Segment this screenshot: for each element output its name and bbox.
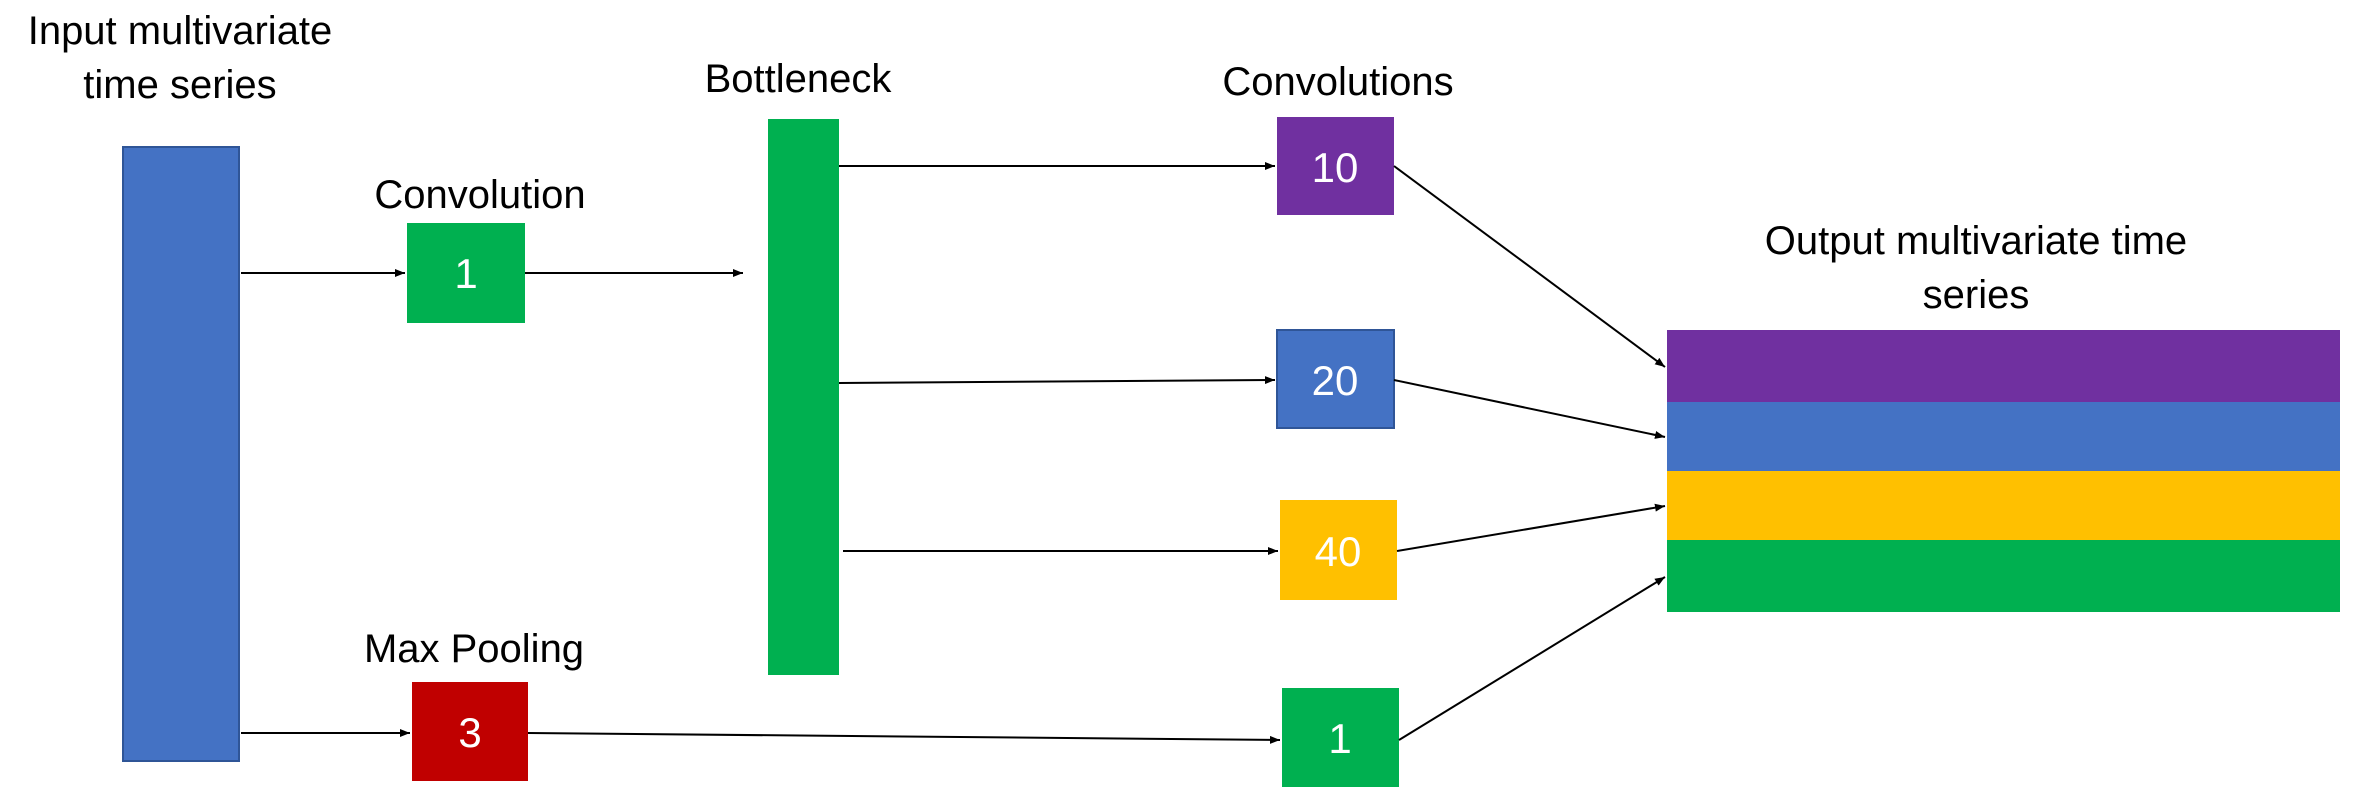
- input-label-line1: Input multivariate: [28, 9, 333, 53]
- input-label-line2: time series: [83, 63, 276, 107]
- output-band-gold: [1667, 471, 2340, 540]
- convolution-1-value: 1: [454, 250, 477, 297]
- max-pooling-label: Max Pooling: [364, 627, 584, 671]
- convolution-20-block: [1276, 329, 1395, 429]
- convolutions-label: Convolutions: [1222, 60, 1453, 104]
- arrow-conv40-to-output: [1396, 503, 1666, 552]
- arrow-max-pooling-to-conv1: [527, 732, 1281, 744]
- output-band-green: [1667, 540, 2340, 612]
- convolution-1-block: [407, 223, 525, 323]
- convolution-10-value: 10: [1312, 144, 1359, 191]
- arrow-conv20-to-output: [1393, 379, 1666, 439]
- convolution-40-block: [1280, 500, 1397, 600]
- pooling-convolution-1-block: [1282, 688, 1399, 787]
- output-band-blue: [1667, 402, 2340, 471]
- output-label-line1: Output multivariate time: [1765, 219, 2187, 263]
- max-pooling-value: 3: [458, 709, 481, 756]
- convolution-20-value: 20: [1312, 357, 1359, 404]
- convolution-10-block: [1277, 117, 1394, 215]
- output-label-line2: series: [1923, 273, 2030, 317]
- arrow-bottleneck-to-conv20: [838, 376, 1276, 385]
- convolution-label: Convolution: [374, 173, 585, 217]
- bottleneck-label: Bottleneck: [705, 57, 893, 101]
- max-pooling-block: [412, 682, 528, 781]
- bottleneck-bar: [768, 119, 839, 675]
- input-time-series-bar: [122, 146, 240, 762]
- arrow-conv1-to-output: [1398, 576, 1666, 741]
- pooling-convolution-1-value: 1: [1328, 715, 1351, 762]
- convolution-40-value: 40: [1315, 528, 1362, 575]
- output-band-purple: [1667, 330, 2340, 402]
- arrow-conv10-to-output: [1393, 165, 1666, 368]
